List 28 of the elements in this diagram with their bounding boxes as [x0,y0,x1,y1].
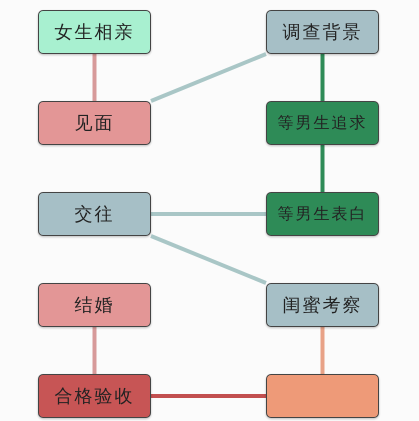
connector-line [320,327,324,374]
step-label: 交往 [74,203,114,226]
step-label: 调查背景 [282,21,362,44]
connector-line [150,234,267,285]
step-box [38,374,151,418]
step-box [266,192,379,236]
step-label: 见面 [74,112,114,135]
step-box [266,283,379,327]
step-label: 等男生表白 [278,204,368,224]
connector-line [320,145,324,192]
step-box [266,101,379,145]
step-label: 结婚 [74,294,114,317]
empty-box [266,374,379,418]
step-label: 女生相亲 [54,21,134,44]
connector-line [150,52,267,103]
step-box [38,10,151,54]
step-box [266,10,379,54]
step-box [38,101,151,145]
step-box [38,192,151,236]
step-label: 等男生追求 [278,112,368,134]
step-label: 闺蜜考察 [282,294,362,317]
connector-line [320,54,324,101]
connector-line [92,54,96,101]
connector-line [151,394,266,398]
connector-line [92,327,96,374]
step-label: 合格验收 [54,385,134,408]
step-box [38,283,151,327]
connector-line [151,212,266,216]
